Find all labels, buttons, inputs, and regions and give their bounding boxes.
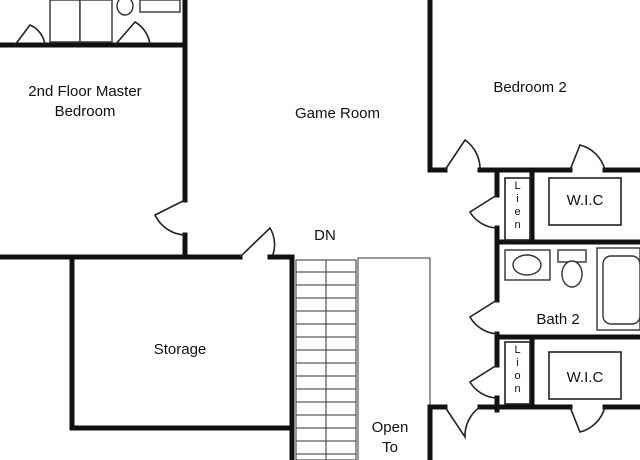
master-line2: Bedroom <box>54 103 116 120</box>
staircase <box>295 257 431 460</box>
closet-boxes <box>504 177 622 405</box>
linen-top-letter: L <box>514 180 521 192</box>
linen-bottom-letter: L <box>514 344 521 356</box>
stairs-direction: DN <box>314 227 336 244</box>
open-line1: Open <box>371 419 409 436</box>
room-label-open-to: Open To <box>360 418 420 458</box>
doors <box>14 20 606 440</box>
room-label-wic-top: W.I.C <box>566 192 604 209</box>
room-label-game-room: Game Room <box>294 105 381 122</box>
linen-top-letter: e <box>514 206 521 218</box>
linen-bottom-letter: o <box>514 370 521 382</box>
room-label-master: 2nd Floor Master Bedroom <box>0 82 170 122</box>
linen-top-letter: i <box>516 193 519 205</box>
linen-label-bottom: L i o n <box>505 344 530 396</box>
open-line2: To <box>382 439 398 456</box>
bath2-fixtures <box>504 247 640 331</box>
master-line1: 2nd Floor Master <box>28 83 142 100</box>
room-label-bath2: Bath 2 <box>536 311 580 328</box>
linen-bottom-letter: n <box>514 383 521 395</box>
room-label-storage: Storage <box>153 341 207 358</box>
linen-bottom-letter: i <box>516 357 519 369</box>
linen-top-letter: n <box>514 219 521 231</box>
room-label-wic-bottom: W.I.C <box>566 369 604 386</box>
top-bath-fixtures <box>49 0 181 43</box>
linen-label-top: L i e n <box>505 180 530 232</box>
room-label-bedroom2: Bedroom 2 <box>493 79 567 96</box>
